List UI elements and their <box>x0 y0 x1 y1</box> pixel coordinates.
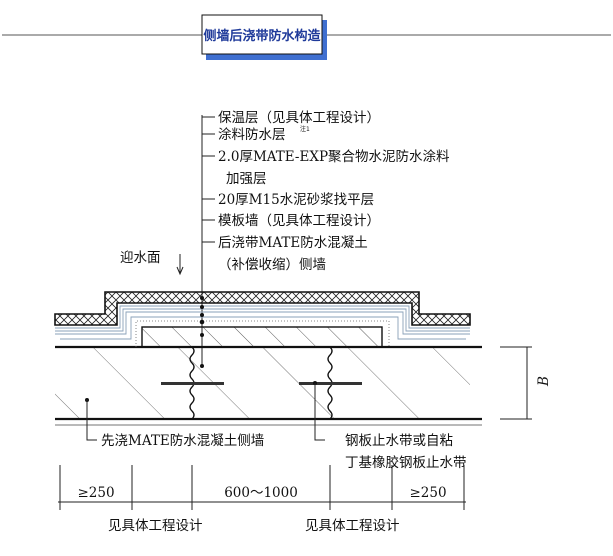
arrow-down-icon <box>176 254 184 276</box>
waterstop-right <box>299 382 362 385</box>
waterstop-left <box>161 382 224 385</box>
mortar-layer <box>135 320 390 347</box>
dimension-chain <box>58 465 466 510</box>
concrete-wall <box>55 347 470 419</box>
title-box <box>201 14 323 55</box>
label-waterstop-2: 丁基橡胶钢板止水带 <box>345 454 467 471</box>
dim-left: ≥250 <box>77 485 114 501</box>
dim-note-right: 见具体工程设计 <box>305 518 400 534</box>
label-coating: 涂料防水层 <box>218 127 286 143</box>
label-polymer-coating: 2.0厚MATE-EXP聚合物水泥防水涂料 <box>218 149 450 165</box>
dim-middle: 600～1000 <box>224 485 298 501</box>
dimension-b <box>500 346 532 420</box>
layer-labels: 保温层（见具体工程设计） 涂料防水层 注1 2.0厚MATE-EXP聚合物水泥防… <box>201 110 450 366</box>
leader-left-wall <box>86 400 97 441</box>
dim-right: ≥250 <box>409 485 446 501</box>
label-post-pour-2: （补偿收缩）侧墙 <box>218 257 326 273</box>
title-text: 侧墙后浇带防水构造 <box>203 28 321 44</box>
label-left-wall: 先浇MATE防水混凝土侧墙 <box>101 433 264 449</box>
label-waterstop-1: 钢板止水带或自粘 <box>345 433 453 449</box>
formwork-wall <box>141 326 383 348</box>
dimension-b-label: B <box>536 376 552 387</box>
dim-note-left: 见具体工程设计 <box>108 518 203 534</box>
leader-dots <box>199 296 205 368</box>
leader-waterstop <box>314 383 325 441</box>
footnote-mark: 注1 <box>300 125 310 133</box>
label-post-pour: 后浇带MATE防水混凝土 <box>218 235 368 251</box>
label-formwork: 模板墙（见具体工程设计） <box>218 213 380 229</box>
water-face-label: 迎水面 <box>120 250 161 266</box>
label-reinforcement: 加强层 <box>226 171 267 187</box>
waterproof-coating-layers <box>55 305 470 340</box>
insulation-layer <box>54 291 471 326</box>
label-mortar: 20厚M15水泥砂浆找平层 <box>218 192 374 208</box>
label-insulation: 保温层（见具体工程设计） <box>218 110 380 126</box>
